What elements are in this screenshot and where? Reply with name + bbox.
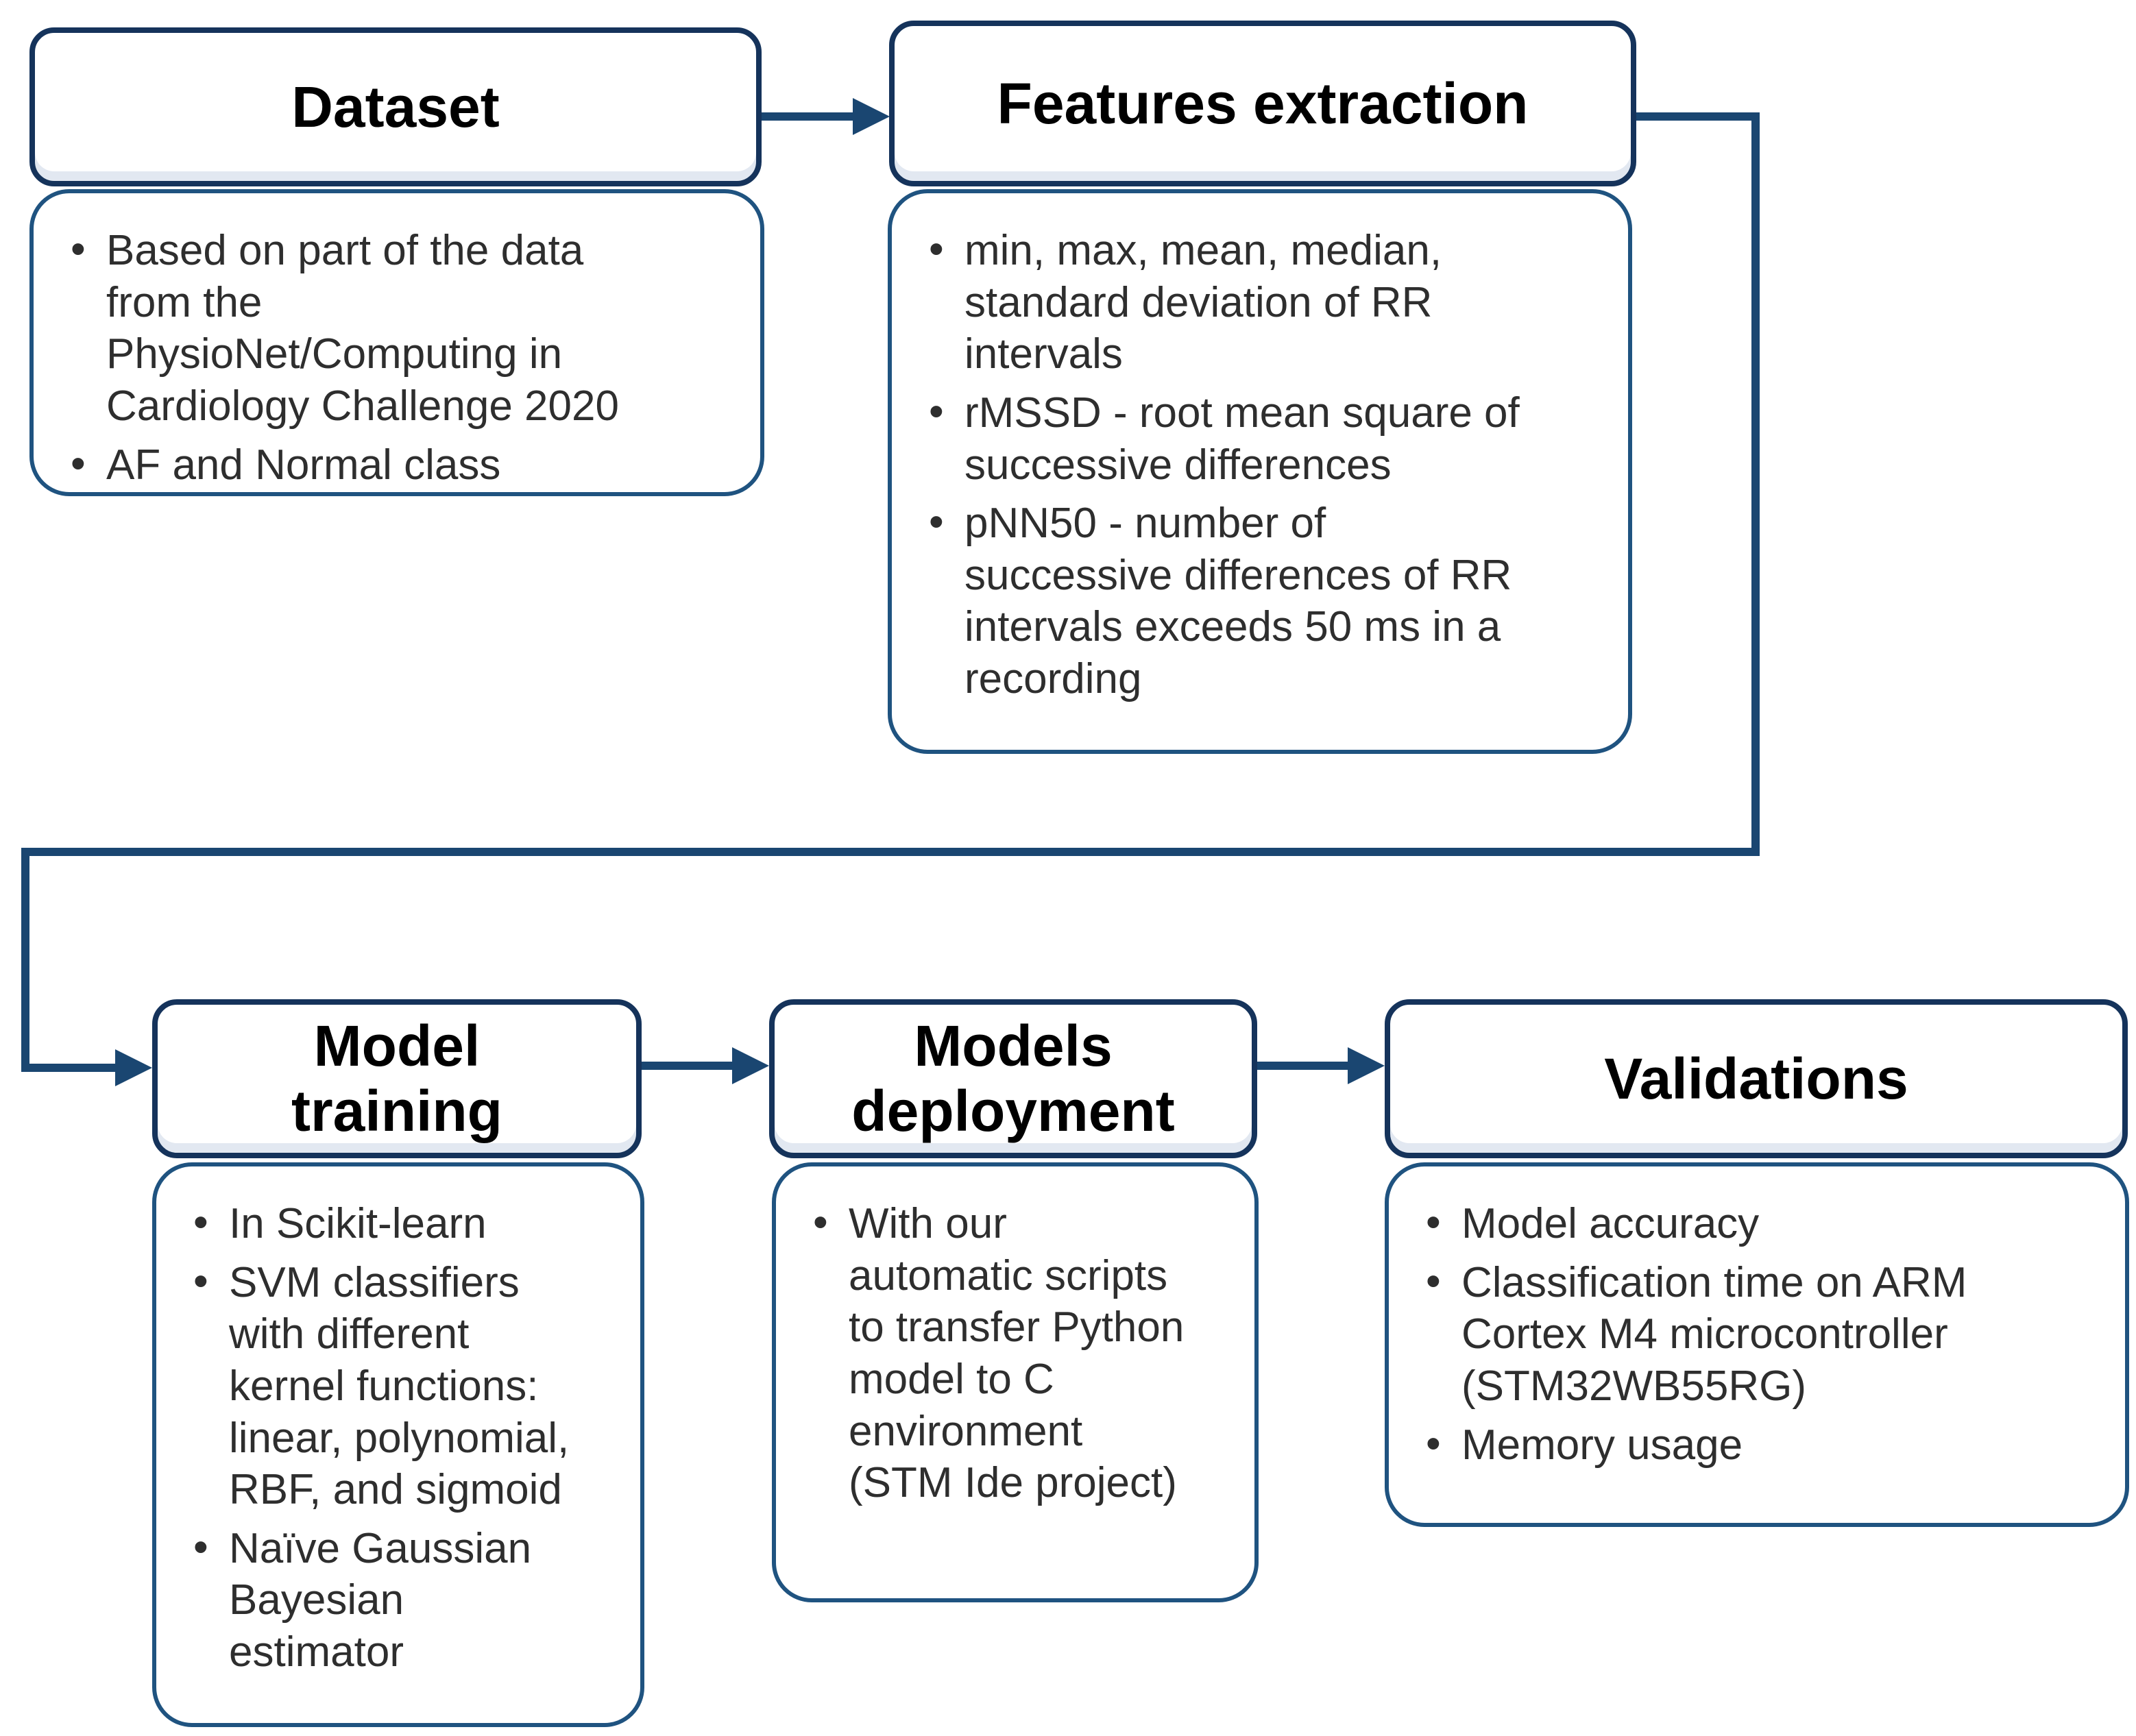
models-deployment-content-box: With our automatic scripts to transfer P… [772, 1162, 1259, 1602]
models-deployment-title: Models deployment [851, 1014, 1175, 1143]
bullet-item: Based on part of the data from the Physi… [68, 223, 723, 432]
bullet-item: Naïve Gaussian Bayesian estimator [191, 1521, 603, 1678]
bullet-item: Classification time on ARM Cortex M4 mic… [1423, 1256, 2087, 1413]
bullet-item: rMSSD - root mean square of successive d… [926, 386, 1590, 491]
bullet-item: min, max, mean, median, standard deviati… [926, 223, 1590, 380]
model-training-bullet-list: In Scikit-learn SVM classifiers with dif… [156, 1166, 640, 1678]
bullet-item: Model accuracy [1423, 1197, 2087, 1250]
features-extraction-title: Features extraction [997, 71, 1529, 136]
bullet-item: SVM classifiers with different kernel fu… [191, 1256, 603, 1516]
validations-bullet-list: Model accuracy Classification time on AR… [1389, 1166, 2125, 1471]
arrow-right-icon [853, 98, 890, 135]
arrow-right-icon [1348, 1047, 1385, 1084]
bullet-item: AF and Normal class [68, 438, 723, 491]
models-deployment-title-box: Models deployment [769, 999, 1257, 1158]
features-extraction-bullet-list: min, max, mean, median, standard deviati… [892, 193, 1628, 705]
models-deployment-bullet-list: With our automatic scripts to transfer P… [776, 1166, 1254, 1509]
dataset-content-box: Based on part of the data from the Physi… [29, 189, 764, 496]
arrow-right-icon [115, 1049, 152, 1086]
validations-content-box: Model accuracy Classification time on AR… [1385, 1162, 2129, 1527]
model-training-title: Model training [291, 1014, 502, 1143]
dataset-bullet-list: Based on part of the data from the Physi… [34, 193, 760, 491]
validations-title-box: Validations [1385, 999, 2128, 1158]
dataset-title: Dataset [291, 74, 500, 139]
features-extraction-content-box: min, max, mean, median, standard deviati… [888, 189, 1632, 754]
model-training-title-box: Model training [152, 999, 642, 1158]
dataset-title-box: Dataset [29, 27, 762, 186]
bullet-item: Memory usage [1423, 1418, 2087, 1471]
model-training-content-box: In Scikit-learn SVM classifiers with dif… [152, 1162, 644, 1727]
features-extraction-title-box: Features extraction [889, 21, 1636, 186]
connector-features-to-training [21, 112, 1760, 1072]
validations-title: Validations [1604, 1046, 1908, 1111]
arrow-right-icon [732, 1047, 769, 1084]
bullet-item: In Scikit-learn [191, 1197, 603, 1250]
bullet-item: With our automatic scripts to transfer P… [810, 1197, 1217, 1509]
bullet-item: pNN50 - number of successive differences… [926, 496, 1590, 705]
